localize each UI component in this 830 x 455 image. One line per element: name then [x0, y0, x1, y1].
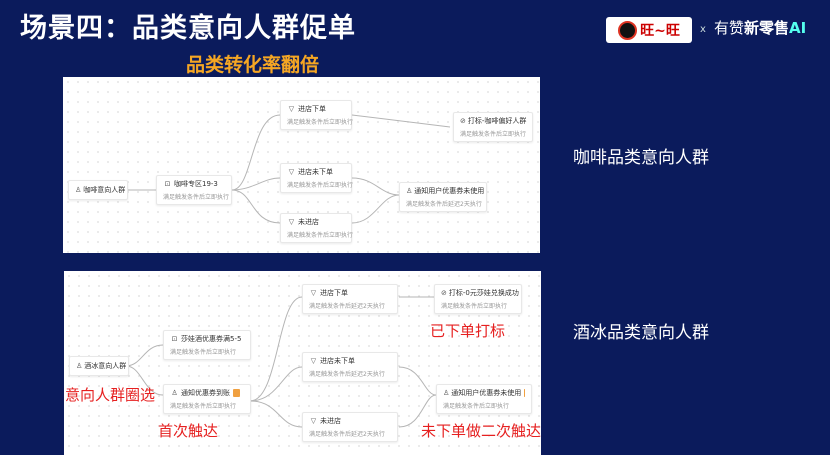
flow-node-not-visited[interactable]: ▽未进店 满足触发条件后立即执行: [280, 213, 354, 243]
node-subtitle: 满足触发条件后立即执行: [170, 403, 237, 410]
node-label: 未进店: [298, 218, 319, 226]
node-subtitle: 满足触发条件后立即执行: [170, 349, 237, 356]
message-icon: [233, 389, 240, 397]
filter-icon: ▽: [288, 218, 295, 226]
node-subtitle: 满足触发条件后立即执行: [163, 194, 230, 201]
node-subtitle: 满足触发条件后延迟2天执行: [309, 371, 385, 378]
filter-icon: ▽: [310, 357, 317, 365]
flow-panel-wine: ♙酒冰意向人群 ⊡莎娃酒优惠券满5-5 满足触发条件后立即执行 ♙通知优惠券到账…: [64, 271, 541, 455]
node-subtitle: 满足触发条件后立即执行: [287, 232, 354, 239]
annotation-intent-selection: 意向人群圈选: [65, 386, 156, 404]
filter-icon: ▽: [288, 105, 295, 113]
brand-separator: x: [700, 24, 706, 35]
partner-logo-prefix: 有赞: [714, 19, 745, 37]
node-label: 通知用户优惠券未使用: [451, 389, 522, 397]
flow-node-ordered[interactable]: ▽进店下单 满足触发条件后立即执行: [280, 100, 354, 130]
annotation-second-touch: 未下单做二次触达: [421, 422, 542, 440]
node-subtitle: 满足触发条件后延迟2天执行: [309, 431, 385, 438]
node-label: 酒冰意向人群: [84, 362, 127, 370]
flow-node-not-visited[interactable]: ▽未进店 满足触发条件后延迟2天执行: [302, 412, 398, 442]
flow-node-ordered[interactable]: ▽进店下单 满足触发条件后延迟2天执行: [302, 284, 398, 314]
users-icon: ♙: [171, 389, 178, 397]
side-label-wine: 酒冰品类意向人群: [573, 323, 709, 343]
users-icon: ♙: [443, 389, 450, 397]
filter-icon: ▽: [310, 289, 317, 297]
flow-node-tag[interactable]: ⊘打标-0元莎娃兑换成功 满足触发条件后立即执行: [434, 284, 522, 314]
partner-logo-bold: 新零售: [744, 19, 790, 37]
flow-node-visited-not-ordered[interactable]: ▽进店未下单 满足触发条件后延迟2天执行: [302, 352, 398, 382]
slide-title: 场景四：品类意向人群促单: [20, 13, 356, 44]
flow-node-start[interactable]: ♙酒冰意向人群: [69, 356, 129, 376]
node-label: 通知用户优惠券未使用: [414, 187, 485, 195]
user-icon: ♙: [75, 186, 82, 194]
node-label: 咖啡专区19-3: [174, 180, 218, 188]
node-label: 咖啡意向人群: [83, 186, 126, 194]
tag-icon: ⊘: [460, 117, 466, 125]
node-subtitle: 满足触发条件后立即执行: [460, 131, 527, 138]
flow-panel-coffee: ♙咖啡意向人群 ⊡咖啡专区19-3 满足触发条件后立即执行 ▽进店下单 满足触发…: [63, 77, 540, 253]
node-subtitle: 满足触发条件后延迟2天执行: [406, 201, 482, 208]
mascot-icon: [618, 20, 638, 40]
node-label: 进店未下单: [298, 168, 333, 176]
annotation-ordered-tag: 已下单打标: [430, 322, 506, 340]
slide-subtitle: 品类转化率翻倍: [186, 54, 320, 76]
message-icon: [524, 389, 525, 397]
node-subtitle: 满足触发条件后立即执行: [287, 119, 354, 126]
user-icon: ♙: [76, 362, 83, 370]
filter-icon: ▽: [288, 168, 295, 176]
node-label: 进店未下单: [320, 357, 355, 365]
node-label: 通知优惠券到账: [181, 389, 230, 397]
flow-node-coupon[interactable]: ⊡莎娃酒优惠券满5-5 满足触发条件后立即执行: [163, 330, 251, 360]
flow-connectors-wine: [125, 296, 437, 428]
flow-node-notify-coupon[interactable]: ♙通知优惠券到账 满足触发条件后立即执行: [163, 384, 251, 414]
coupon-icon: ⊡: [164, 180, 171, 188]
brand-logo-text: 旺~旺: [640, 23, 680, 39]
flow-connectors-coffee: [125, 114, 451, 224]
node-label: 未进店: [320, 417, 341, 425]
users-icon: ♙: [406, 187, 413, 195]
annotation-first-touch: 首次触达: [158, 422, 219, 440]
flow-node-notify[interactable]: ♙通知用户优惠券未使用 满足触发条件后延迟2天执行: [399, 182, 487, 212]
partner-logo-ai: AI: [789, 19, 807, 37]
partner-logo: 有赞新零售AI: [714, 17, 806, 38]
flow-node-coupon[interactable]: ⊡咖啡专区19-3 满足触发条件后立即执行: [156, 175, 232, 205]
node-subtitle: 满足触发条件后立即执行: [441, 303, 508, 310]
node-label: 莎娃酒优惠券满5-5: [181, 335, 242, 343]
node-subtitle: 满足触发条件后立即执行: [287, 182, 354, 189]
side-label-coffee: 咖啡品类意向人群: [573, 148, 709, 168]
filter-icon: ▽: [310, 417, 317, 425]
brand-logo: 旺~旺: [606, 17, 692, 43]
tag-icon: ⊘: [441, 289, 447, 297]
node-subtitle: 满足触发条件后立即执行: [443, 403, 510, 410]
node-label: 进店下单: [298, 105, 326, 113]
flow-node-start[interactable]: ♙咖啡意向人群: [68, 180, 128, 200]
flow-node-visited-not-ordered[interactable]: ▽进店未下单 满足触发条件后立即执行: [280, 163, 354, 193]
node-subtitle: 满足触发条件后延迟2天执行: [309, 303, 385, 310]
node-label: 进店下单: [320, 289, 348, 297]
coupon-icon: ⊡: [171, 335, 178, 343]
flow-node-tag[interactable]: ⊘打标-咖啡偏好人群 满足触发条件后立即执行: [453, 112, 533, 142]
flow-node-notify-unused[interactable]: ♙通知用户优惠券未使用 满足触发条件后立即执行: [436, 384, 532, 414]
node-label: 打标-0元莎娃兑换成功: [448, 289, 519, 297]
node-label: 打标-咖啡偏好人群: [467, 117, 527, 125]
